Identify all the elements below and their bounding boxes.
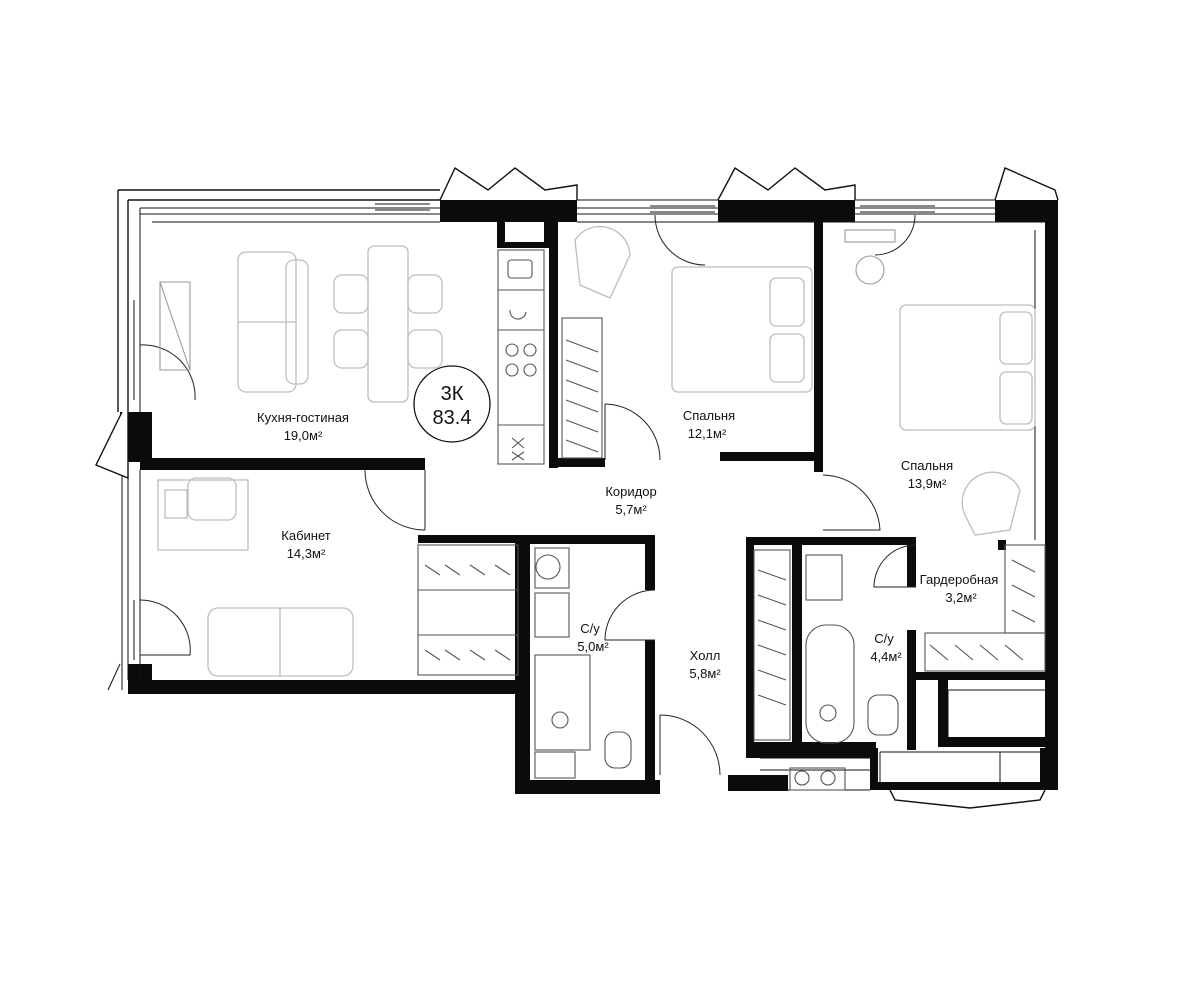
badge-rooms: 3К <box>441 383 464 405</box>
windows <box>95 166 1059 809</box>
room-name-hall: Холл <box>690 648 721 663</box>
room-area-bath2: 4,4м² <box>870 649 902 664</box>
walls <box>120 200 1058 794</box>
badge-circle <box>413 365 491 443</box>
room-area-wardrobe: 3,2м² <box>945 590 977 605</box>
room-area-corridor: 5,7м² <box>615 502 647 517</box>
room-name-kitchen: Кухня-гостиная <box>257 410 349 425</box>
room-name-bath2: С/у <box>874 631 894 646</box>
room-name-bedroom2: Спальня <box>901 458 953 473</box>
doors <box>139 214 917 776</box>
apartment-badge: 3К 83.4 <box>413 365 491 443</box>
room-area-bath1: 5,0м² <box>577 639 609 654</box>
room-name-bath1: С/у <box>580 621 600 636</box>
room-name-corridor: Коридор <box>605 484 656 499</box>
room-area-bedroom1: 12,1м² <box>688 426 727 441</box>
room-area-bedroom2: 13,9м² <box>908 476 947 491</box>
furniture <box>157 225 1046 791</box>
room-name-wardrobe: Гардеробная <box>920 572 999 587</box>
room-area-kitchen: 19,0м² <box>284 428 323 443</box>
room-area-hall: 5,8м² <box>689 666 721 681</box>
room-area-office: 14,3м² <box>287 546 326 561</box>
room-name-bedroom1: Спальня <box>683 408 735 423</box>
room-labels: Кухня-гостиная 19,0м² Спальня 12,1м² Спа… <box>257 408 998 681</box>
room-name-office: Кабинет <box>281 528 330 543</box>
badge-area: 83.4 <box>433 407 472 429</box>
